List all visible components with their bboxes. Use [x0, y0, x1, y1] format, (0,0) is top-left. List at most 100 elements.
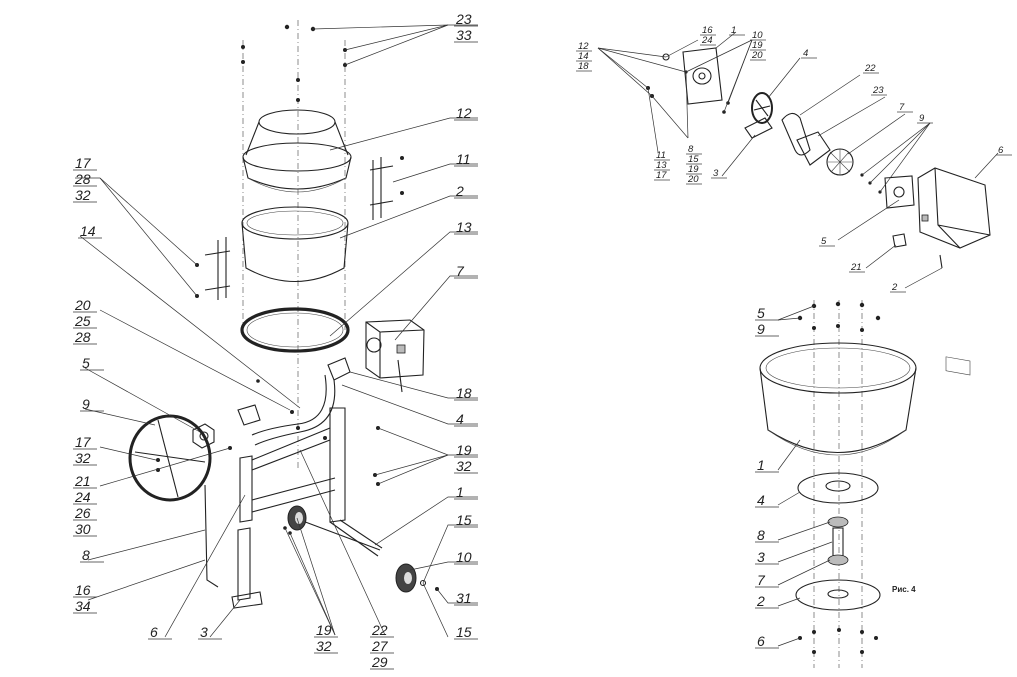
callout-main_assembly-c23-1: 33	[456, 27, 472, 43]
callout-main_assembly-c16-0: 16	[75, 582, 91, 598]
callout-main_assembly-c21-2: 26	[74, 505, 91, 521]
callout-main_assembly-c17-0: 17	[75, 155, 92, 171]
callout-main_assembly-c8-0: 8	[82, 547, 90, 563]
callout-main_assembly-c6-0: 6	[150, 624, 158, 640]
callout-motor_assembly-m16-1: 24	[701, 35, 713, 46]
callout-main_assembly-c19b-0: 19	[316, 622, 332, 638]
callout-drum_assembly-d2-0: 2	[756, 593, 765, 609]
callout-motor_assembly-m1-0: 1	[731, 25, 736, 36]
callout-main_assembly-c15a-0: 15	[456, 512, 472, 528]
callout-drum_assembly-d6-0: 6	[757, 633, 765, 649]
callout-main_assembly-c23-0: 23	[455, 11, 472, 27]
callout-main_assembly-c21-3: 30	[75, 521, 91, 537]
callout-main_assembly-c4-0: 4	[456, 411, 464, 427]
motor-assembly	[646, 47, 991, 376]
callout-motor_assembly-m8-1: 15	[688, 154, 699, 165]
figure-caption: Рис. 4	[892, 585, 916, 594]
lower-drum-part	[241, 206, 349, 282]
callout-main_assembly-c5-0: 5	[82, 355, 90, 371]
upper-drum-part	[242, 109, 352, 193]
callout-motor_assembly-m9-0: 9	[919, 113, 925, 124]
frame	[239, 407, 383, 557]
callout-drum_assembly-d1-0: 1	[757, 457, 765, 473]
callout-motor_assembly-m3-0: 3	[713, 168, 719, 179]
callout-main_assembly-c19b-1: 32	[316, 638, 332, 654]
motor-box	[365, 319, 425, 393]
callout-main_assembly-c18-0: 18	[456, 385, 472, 401]
main-leaders	[75, 24, 478, 638]
callout-main_assembly-c20-1: 25	[74, 313, 91, 329]
callout-motor_assembly-m16-0: 16	[702, 25, 713, 36]
callout-motor_assembly-m4-0: 4	[803, 48, 808, 59]
callout-main_assembly-c14-0: 14	[80, 223, 96, 239]
callout-motor_assembly-m11-0: 11	[656, 150, 666, 161]
callout-main_assembly-c17-1: 28	[74, 171, 91, 187]
callout-main_assembly-c22-0: 22	[371, 622, 388, 638]
callout-main_assembly-c20-0: 20	[74, 297, 91, 313]
callout-motor_assembly-m23-0: 23	[872, 85, 884, 96]
bracket-right	[369, 156, 404, 220]
bracket-left	[195, 237, 231, 300]
callout-main_assembly-c22-1: 27	[371, 638, 389, 654]
callout-main_assembly-c21-0: 21	[74, 473, 91, 489]
callout-motor_assembly-m10-1: 19	[752, 40, 763, 51]
callout-main_assembly-c19a-0: 19	[456, 442, 472, 458]
wheel-right	[395, 563, 439, 593]
motor-leaders	[597, 31, 999, 289]
callout-motor_assembly-m12-0: 12	[578, 41, 589, 52]
callout-drum_assembly-d8-0: 8	[757, 527, 765, 543]
callout-main_assembly-c20-2: 28	[74, 329, 91, 345]
callout-motor_assembly-m8-3: 20	[687, 174, 699, 185]
callout-main_assembly-c12-0: 12	[456, 105, 472, 121]
drum-assembly	[759, 300, 917, 668]
callout-main_assembly-c3-0: 3	[200, 624, 208, 640]
callout-main_assembly-c19a-1: 32	[456, 458, 472, 474]
callout-motor_assembly-m8-0: 8	[688, 144, 694, 155]
callout-motor_assembly-m12-1: 14	[578, 51, 589, 62]
callout-main_assembly-c1-0: 1	[456, 484, 464, 500]
bearing-housing	[192, 423, 215, 449]
callout-main_assembly-c22-2: 29	[371, 654, 388, 670]
callout-main_assembly-c17b-1: 32	[75, 450, 91, 466]
callout-motor_assembly-m11-2: 17	[656, 170, 667, 181]
callout-motor_assembly-m11-1: 13	[656, 160, 667, 171]
callout-motor_assembly-m6-0: 6	[998, 145, 1004, 156]
hand-wheel	[128, 414, 212, 502]
drum-leaders	[777, 305, 833, 647]
callout-main_assembly-c16-1: 34	[75, 598, 91, 614]
callout-drum_assembly-d5-0: 5	[757, 305, 765, 321]
callout-motor_assembly-m22-0: 22	[864, 63, 876, 74]
callout-drum_assembly-d4-0: 4	[757, 492, 765, 508]
callout-motor_assembly-m8-2: 19	[688, 164, 699, 175]
callout-main_assembly-c13-0: 13	[456, 219, 472, 235]
callout-motor_assembly-m10-0: 10	[752, 30, 763, 41]
callout-main_assembly-c31-0: 31	[456, 590, 472, 606]
drive-yoke	[237, 357, 351, 446]
callout-motor_assembly-m2-0: 2	[891, 282, 898, 293]
callout-main_assembly-c10-0: 10	[456, 549, 472, 565]
callout-drum_assembly-d7-0: 7	[757, 572, 766, 588]
callout-main_assembly-c15b-0: 15	[456, 624, 472, 640]
stand-leg	[231, 527, 263, 609]
callout-drum_assembly-d3-0: 3	[757, 549, 765, 565]
callout-motor_assembly-m12-2: 18	[578, 61, 589, 72]
callout-motor_assembly-m10-2: 20	[751, 50, 763, 61]
callout-main_assembly-c17b-0: 17	[75, 434, 92, 450]
lever-rod	[204, 484, 219, 588]
main-assembly	[128, 20, 439, 609]
callout-main_assembly-c17-2: 32	[75, 187, 91, 203]
drum-bolts	[241, 24, 347, 102]
callout-drum_assembly-d5-1: 9	[757, 321, 765, 337]
callout-main_assembly-c21-1: 24	[74, 489, 91, 505]
callout-main_assembly-c2-0: 2	[455, 183, 464, 199]
callout-main_assembly-c11-0: 11	[456, 151, 471, 167]
callout-motor_assembly-m7-0: 7	[899, 102, 905, 113]
callout-main_assembly-c7-0: 7	[456, 263, 465, 279]
gear-ring	[240, 307, 350, 353]
callout-motor_assembly-m21-0: 21	[850, 262, 862, 273]
callout-main_assembly-c9-0: 9	[82, 396, 90, 412]
callout-motor_assembly-m5-0: 5	[821, 236, 827, 247]
